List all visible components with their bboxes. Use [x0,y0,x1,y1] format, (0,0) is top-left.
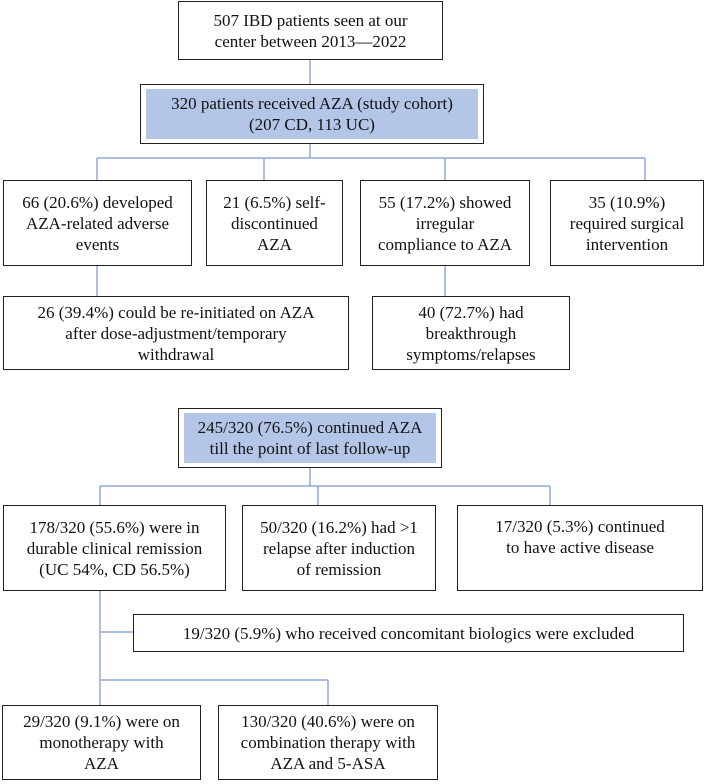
box-reinitiated: 26 (39.4%) could be re-initiated on AZA … [3,296,349,370]
box-self-discontinued: 21 (6.5%) self- discontinued AZA [206,180,343,266]
box-continued-aza: 245/320 (76.5%) continued AZA till the p… [178,408,442,468]
box-combination-therapy-text: 130/320 (40.6%) were on combination ther… [240,712,416,773]
box-relapse-text: 50/320 (16.2%) had >1 relapse after indu… [260,517,418,579]
box-durable-remission-text: 178/320 (55.6%) were in durable clinical… [26,517,203,579]
box-irregular-compliance: 55 (17.2%) showed irregular compliance t… [360,180,530,266]
box-total-patients-text: 507 IBD patients seen at our center betw… [213,10,408,51]
box-study-cohort-text: 320 patients received AZA (study cohort)… [171,94,453,134]
box-adverse-events: 66 (20.6%) developed AZA-related adverse… [3,180,192,266]
box-study-cohort-highlight: 320 patients received AZA (study cohort)… [146,89,478,139]
box-monotherapy-text: 29/320 (9.1%) were on monotherapy with A… [23,712,180,773]
box-active-disease-text: 17/320 (5.3%) continued to have active d… [495,517,665,557]
box-relapse: 50/320 (16.2%) had >1 relapse after indu… [242,505,436,591]
box-durable-remission: 178/320 (55.6%) were in durable clinical… [3,505,226,591]
box-continued-aza-text: 245/320 (76.5%) continued AZA till the p… [197,418,423,458]
box-surgical-intervention: 35 (10.9%) required surgical interventio… [550,180,704,266]
box-surgical-intervention-text: 35 (10.9%) required surgical interventio… [569,192,685,254]
box-breakthrough-text: 40 (72.7%) had breakthrough symptoms/rel… [406,302,536,364]
box-reinitiated-text: 26 (39.4%) could be re-initiated on AZA … [37,302,315,364]
box-monotherapy: 29/320 (9.1%) were on monotherapy with A… [2,705,201,780]
box-adverse-events-text: 66 (20.6%) developed AZA-related adverse… [22,192,173,254]
box-combination-therapy: 130/320 (40.6%) were on combination ther… [218,705,438,780]
box-irregular-compliance-text: 55 (17.2%) showed irregular compliance t… [377,192,513,254]
box-breakthrough: 40 (72.7%) had breakthrough symptoms/rel… [372,296,570,370]
box-continued-aza-highlight: 245/320 (76.5%) continued AZA till the p… [184,413,436,463]
box-biologics-excluded-text: 19/320 (5.9%) who received concomitant b… [182,623,635,643]
box-total-patients: 507 IBD patients seen at our center betw… [178,1,443,60]
box-biologics-excluded: 19/320 (5.9%) who received concomitant b… [133,614,684,652]
box-study-cohort: 320 patients received AZA (study cohort)… [140,84,484,144]
box-self-discontinued-text: 21 (6.5%) self- discontinued AZA [223,192,326,254]
box-active-disease: 17/320 (5.3%) continued to have active d… [457,505,703,591]
